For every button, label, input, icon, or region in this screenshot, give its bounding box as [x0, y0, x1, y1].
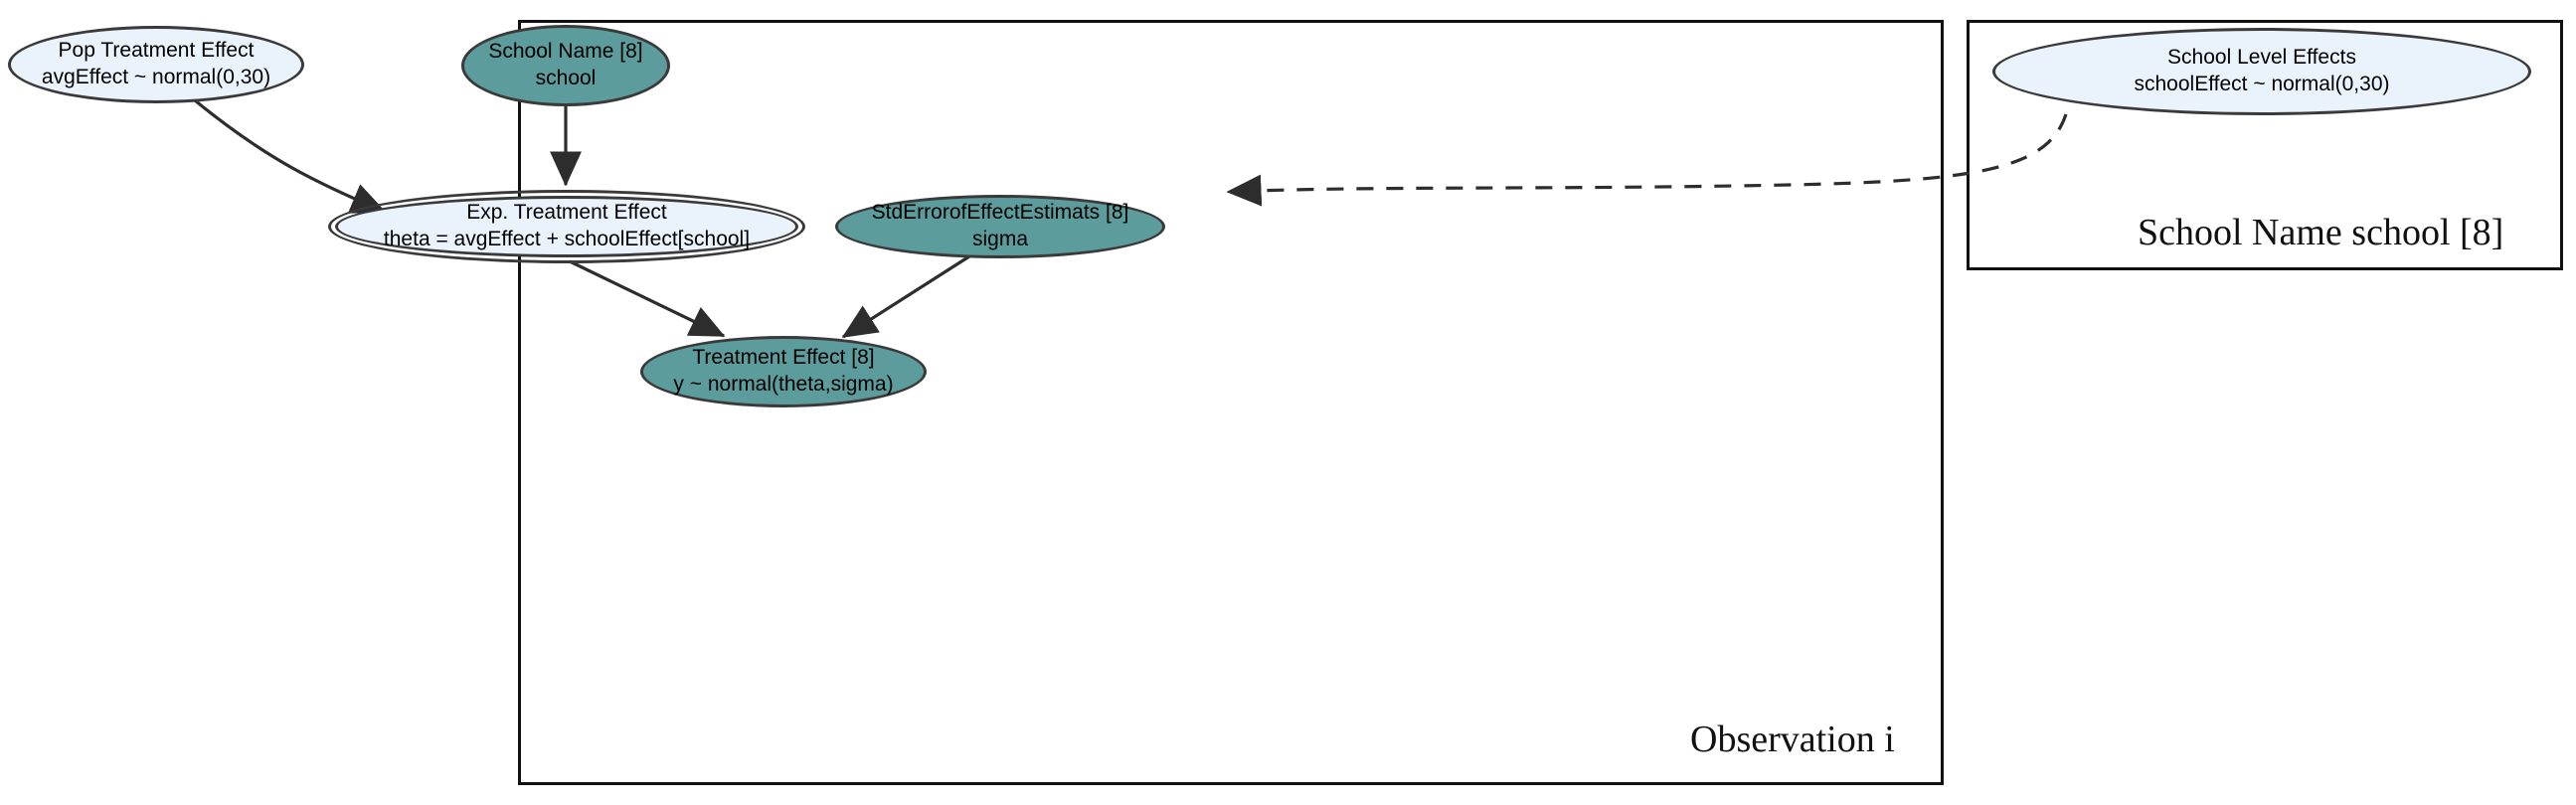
- node-line-2: y ~ normal(theta,sigma): [673, 373, 894, 396]
- node-exp-treatment-effect[interactable]: Exp. Treatment Effect theta = avgEffect …: [328, 190, 805, 263]
- ellipse-observed: [640, 336, 927, 407]
- node-line-2: theta = avgEffect + schoolEffect[school]: [383, 228, 751, 250]
- node-treatment-effect[interactable]: Treatment Effect [8] y ~ normal(theta,si…: [640, 336, 927, 407]
- ellipse-latent: [335, 196, 798, 257]
- node-line-2: school: [535, 67, 597, 89]
- node-line-2: schoolEffect ~ normal(0,30): [2134, 73, 2390, 95]
- node-line-1: StdErrorofEffectEstimats [8]: [871, 201, 1129, 225]
- node-school-level-effects[interactable]: School Level Effects schoolEffect ~ norm…: [1992, 28, 2531, 115]
- node-line-1: Pop Treatment Effect: [58, 39, 255, 63]
- ellipse-latent: [8, 26, 304, 103]
- node-line-1: School Level Effects: [2167, 46, 2356, 70]
- edge-schooleffect-to-theta: [1226, 113, 2068, 207]
- node-line-1: Treatment Effect [8]: [692, 346, 875, 370]
- ellipse-outer-ring: [328, 190, 805, 263]
- edge-theta-to-y: [569, 259, 726, 338]
- plate-school-label: School Name school [8]: [2138, 212, 2504, 253]
- ellipse-observed: [835, 195, 1165, 258]
- plate-observation-label: Observation i: [1690, 719, 1895, 760]
- node-line-1: School Name [8]: [488, 40, 643, 64]
- plate-observation: [518, 20, 1944, 785]
- ellipse-observed: [461, 25, 670, 106]
- node-line-1: Exp. Treatment Effect: [466, 201, 667, 225]
- plate-school: [1967, 20, 2563, 270]
- edge-avgeffect-to-theta: [193, 98, 387, 214]
- node-pop-treatment-effect[interactable]: Pop Treatment Effect avgEffect ~ normal(…: [8, 26, 304, 103]
- edge-sigma-to-y: [841, 254, 970, 339]
- node-std-error[interactable]: StdErrorofEffectEstimats [8] sigma: [835, 195, 1165, 258]
- node-line-2: sigma: [971, 228, 1029, 250]
- node-line-2: avgEffect ~ normal(0,30): [41, 66, 271, 88]
- ellipse-latent: [1992, 28, 2531, 115]
- node-school-name[interactable]: School Name [8] school: [461, 25, 670, 106]
